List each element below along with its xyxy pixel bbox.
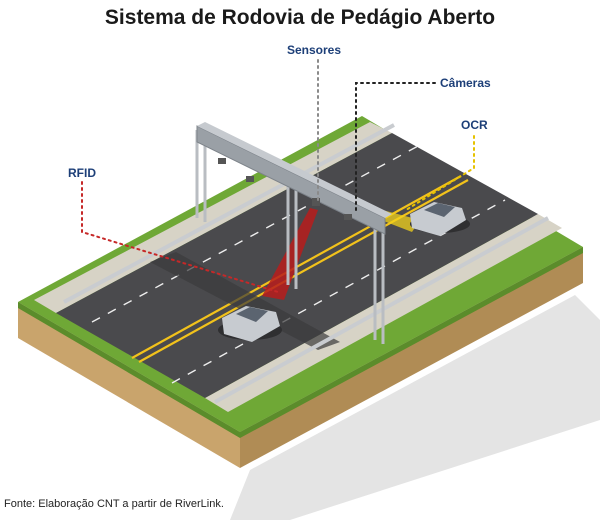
rfid-beam: [262, 208, 318, 300]
diagram-title: Sistema de Rodovia de Pedágio Aberto: [104, 6, 496, 29]
car-front: [218, 306, 282, 342]
sensor-device: [312, 198, 320, 206]
rfid-leader-line: [81, 181, 279, 293]
soil-block-side: [240, 247, 583, 468]
guardrail-left: [63, 123, 395, 304]
ground-shadow: [230, 295, 600, 520]
rfid-label: RFID: [68, 166, 96, 180]
grass-edge-front: [18, 302, 240, 438]
camera-device: [218, 158, 226, 164]
grass-edge-side: [240, 247, 583, 438]
toll-gantry: [195, 130, 385, 344]
gantry-shadow: [150, 252, 340, 350]
yellow-divider-b: [138, 179, 469, 363]
lane-line-left: [91, 144, 421, 323]
sensores-label: Sensores: [287, 43, 342, 57]
soil-block: [18, 302, 240, 468]
ocr-camera-device: [344, 214, 352, 220]
car-rear: [410, 202, 470, 236]
cameras-leader-line: [355, 82, 436, 215]
cameras-label: Câmeras: [440, 76, 491, 90]
ocr-label: OCR: [461, 118, 488, 132]
shoulder-left: [34, 122, 392, 313]
source-note: Fonte: Elaboração CNT a partir de RiverL…: [4, 498, 224, 510]
ocr-leader-line: [405, 135, 475, 211]
camera-device: [246, 176, 254, 182]
gantry-beam-top: [197, 122, 392, 218]
